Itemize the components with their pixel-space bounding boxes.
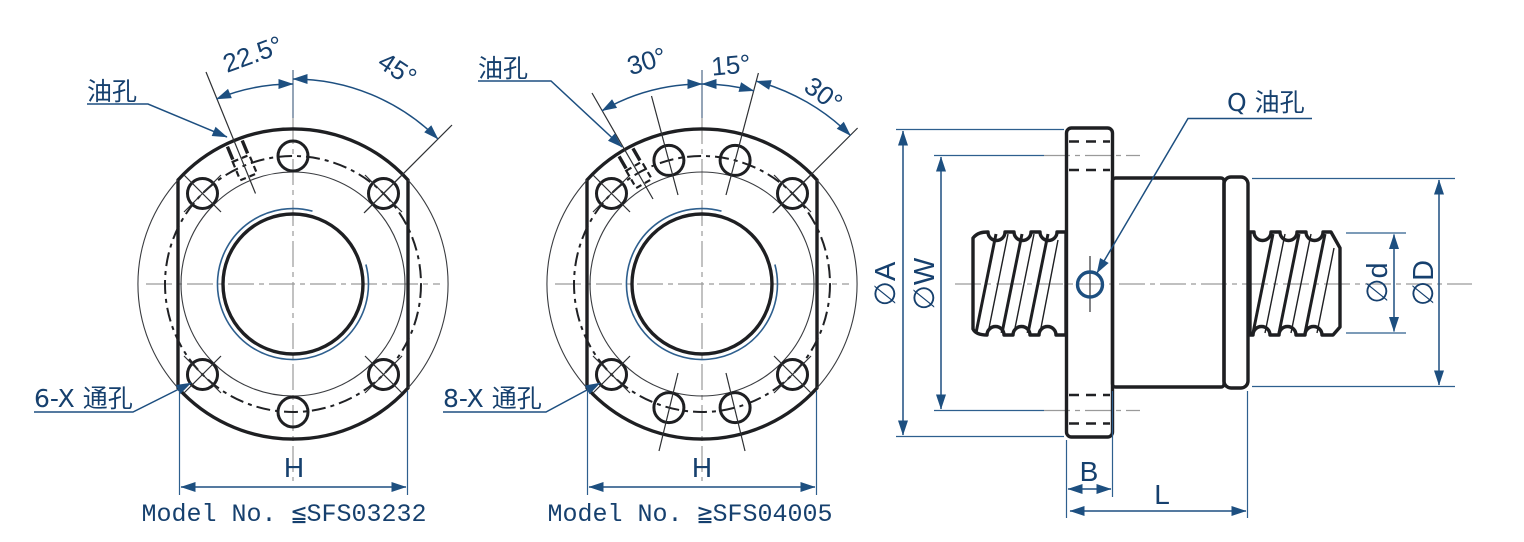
wiper-collar xyxy=(1222,175,1250,390)
screw-thread-right xyxy=(1248,230,1342,337)
bolt-hole xyxy=(186,358,219,391)
bolt-hole xyxy=(595,177,628,210)
oil-hole-circle xyxy=(1075,270,1105,299)
flange-theoretical-circle-right xyxy=(816,179,858,389)
nut-body xyxy=(1110,176,1226,389)
through-holes-leader xyxy=(34,382,192,413)
flange-theoretical-circle-left xyxy=(546,179,588,389)
hole-axis-bottom-right-line xyxy=(725,372,746,452)
flange-theoretical-circle-right xyxy=(407,179,449,389)
dia-d-label: ∅d xyxy=(1362,262,1394,303)
bolt-circle-dashed xyxy=(573,155,831,413)
oil-hole-leader xyxy=(87,103,228,138)
angle-dim-22-5-arc xyxy=(216,78,294,100)
dia-dd-label: ∅D xyxy=(1408,260,1440,306)
bolt-hole xyxy=(595,358,628,391)
bore-circle xyxy=(221,212,365,356)
angle-dim-45-arc xyxy=(292,73,439,140)
hole-axis-45-line xyxy=(772,127,859,214)
angle-dim-15-arc xyxy=(701,78,755,92)
oil-hole-leader xyxy=(478,80,623,148)
b-dim-label: B xyxy=(1080,456,1099,487)
model-range-note: Model No. ≧SFS04005 xyxy=(547,500,832,529)
bolt-hole xyxy=(652,391,686,425)
flange-bolt-holes-hidden xyxy=(1069,140,1110,425)
side-section-view: Q 油孔 ∅A ∅W ∅d ∅D B L xyxy=(870,88,1472,518)
oil-hole-axis-line xyxy=(205,71,257,194)
through-holes-label: 6-X 通孔 xyxy=(34,384,133,413)
model-range-note: Model No. ≦SFS03232 xyxy=(141,500,426,529)
dia-w-label: ∅W xyxy=(909,257,941,310)
angle-label-45: 45° xyxy=(373,46,422,93)
bolt-hole xyxy=(276,139,310,173)
spigot-circle xyxy=(589,171,815,397)
oil-hole-label: Q 油孔 xyxy=(1227,88,1305,117)
internal-thread-arc xyxy=(216,207,370,361)
bolt-hole xyxy=(776,177,809,210)
angle-dim-30-left-arc xyxy=(601,79,703,112)
internal-thread-arc xyxy=(625,207,779,361)
angle-label-22-5: 22.5° xyxy=(219,30,287,79)
left-flange-view: 22.5° 45° 油孔 6-X 通孔 H Model No. ≦SFS0323… xyxy=(34,30,453,529)
bolt-hole xyxy=(718,391,752,425)
middle-flange-view: 30° 15° 30° 油孔 8-X 通孔 H Model No. ≧SFS04… xyxy=(443,41,859,529)
angle-label-30-right: 30° xyxy=(799,70,848,117)
hole-axis-bottom-left-line xyxy=(658,372,679,452)
angle-label-15: 15° xyxy=(710,48,752,81)
bolt-hole xyxy=(276,395,310,429)
bolt-hole xyxy=(186,177,219,210)
bore-circle xyxy=(630,212,774,356)
angle-dim-30-right-arc xyxy=(755,80,852,137)
through-holes-leader xyxy=(443,382,601,413)
l-dim-label: L xyxy=(1154,479,1170,510)
bolt-hole xyxy=(652,143,686,177)
oil-hole-leader xyxy=(1096,117,1312,274)
bolt-hole xyxy=(367,177,400,210)
hole-axis-45-line xyxy=(363,124,453,214)
angle-label-30-left: 30° xyxy=(624,41,670,81)
hole-axis-minus15-line xyxy=(650,95,679,196)
bolt-hole xyxy=(776,358,809,391)
h-dim-label: H xyxy=(284,452,304,483)
hole-axis-plus15-line xyxy=(725,72,759,196)
bolt-circle-dashed xyxy=(164,155,422,413)
oil-hole-label: 油孔 xyxy=(87,77,137,106)
bolt-hole xyxy=(718,143,752,177)
dia-a-label: ∅A xyxy=(870,261,902,306)
flange-theoretical-circle-left xyxy=(137,179,179,389)
oil-hole-label: 油孔 xyxy=(478,54,528,83)
bolt-hole xyxy=(367,358,400,391)
h-dim-label: H xyxy=(692,452,712,483)
through-holes-label: 8-X 通孔 xyxy=(443,384,542,413)
